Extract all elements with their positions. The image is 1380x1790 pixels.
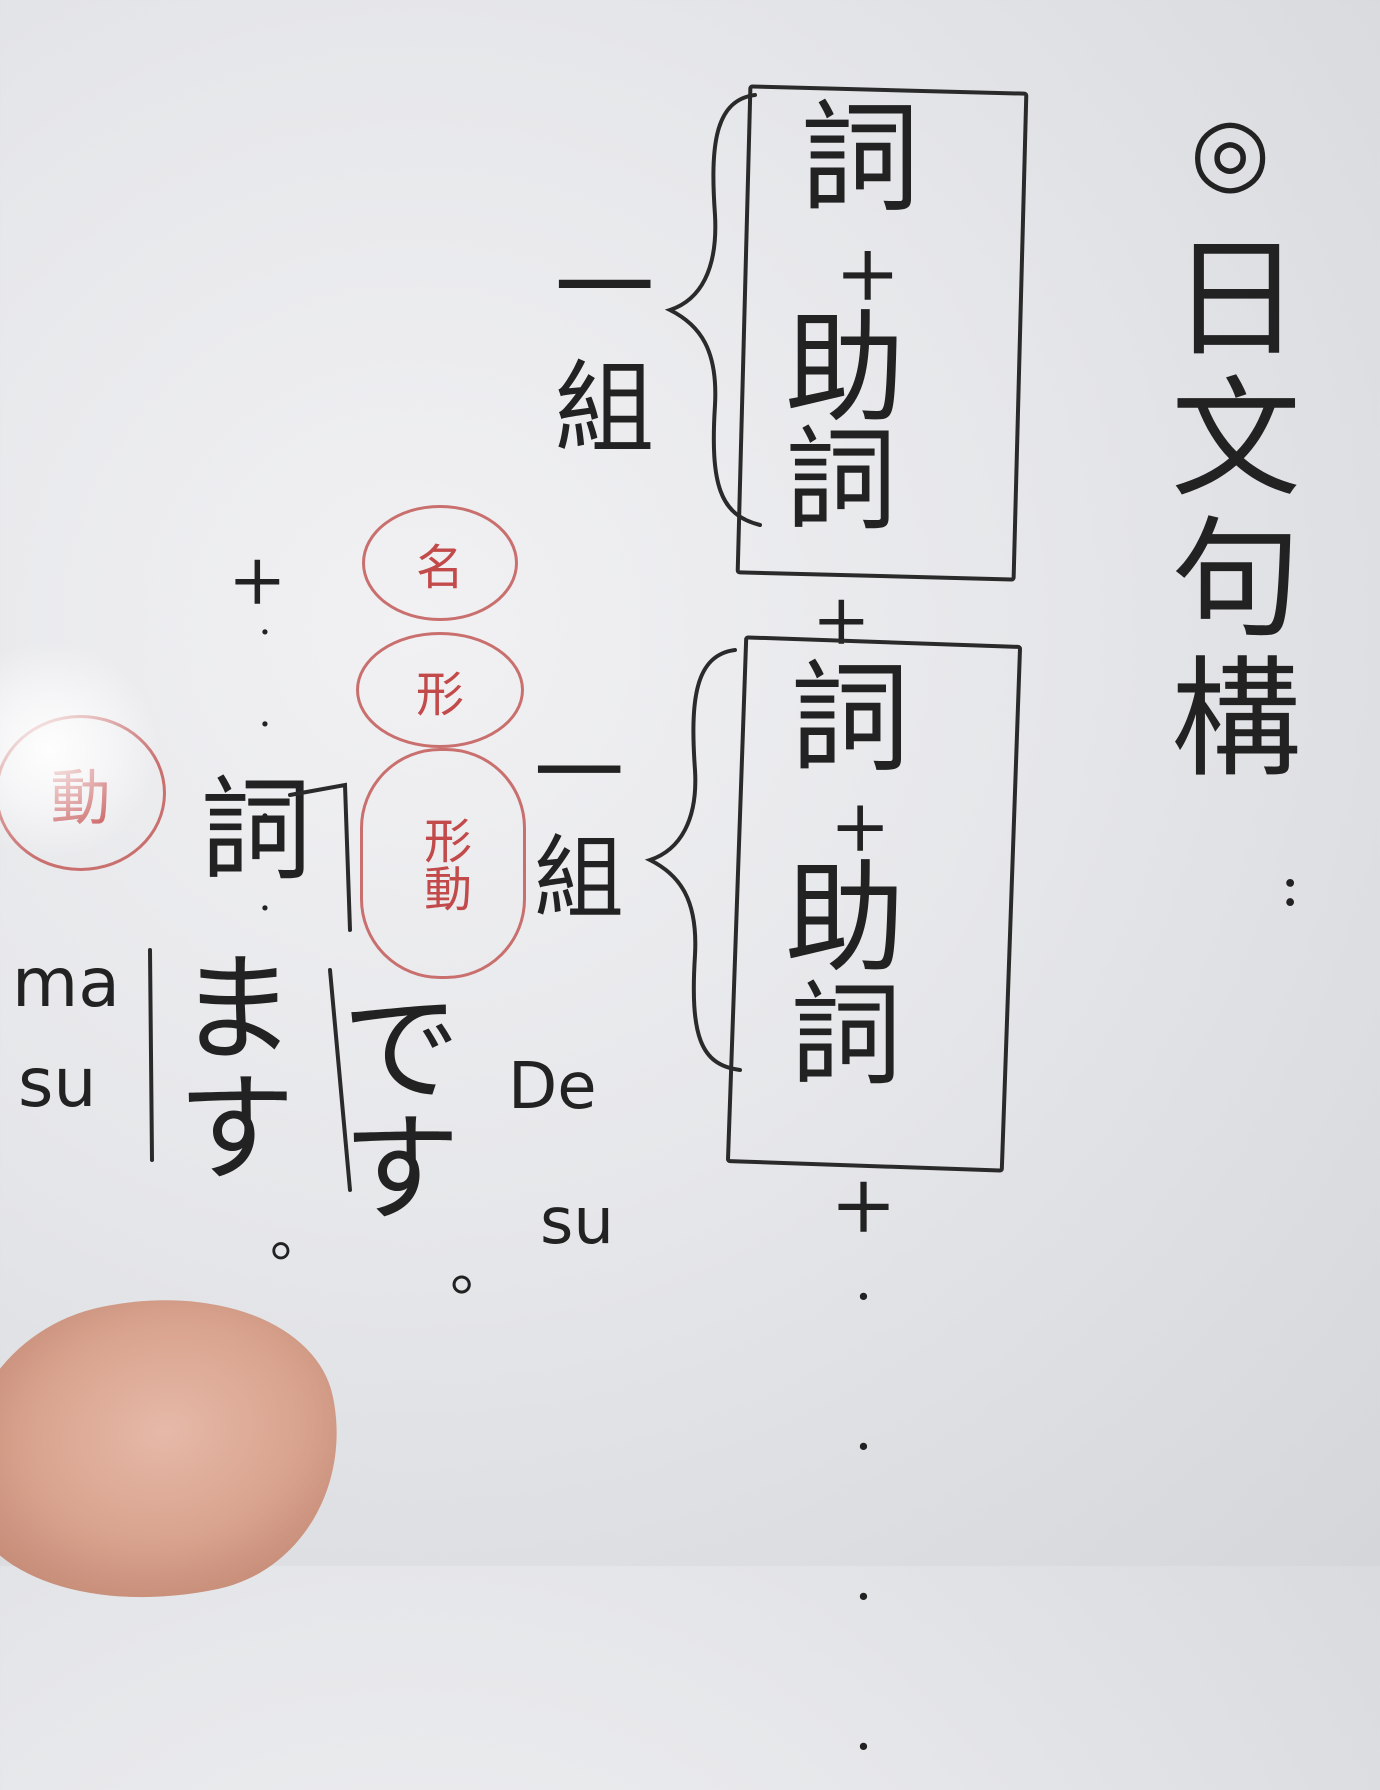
adjective-label: 形	[415, 667, 464, 723]
masu-text: ます	[156, 945, 295, 1185]
whiteboard: ◎ 日文句構 : 詞 + 助 詞 一組 + 詞 + 助 詞 一組 + · · ·…	[0, 84, 1301, 1790]
left-plus: +	[228, 539, 287, 621]
bullet-symbol: ◎	[1190, 97, 1271, 204]
box1-line-3: 助	[785, 300, 905, 439]
box2-line-3: 助	[785, 850, 905, 989]
box2-line-2: +	[830, 784, 891, 868]
desu-bracket	[328, 968, 352, 1192]
box1-line-1: 詞	[800, 90, 920, 229]
plus-between-boxes: +	[812, 579, 871, 661]
noun-circle: 名	[362, 505, 518, 621]
desu-romaji-2: su	[540, 1185, 614, 1259]
group-label-1: 一組	[537, 235, 654, 475]
title-colon: :	[1280, 850, 1301, 920]
adjectival-verb-circle: 形動	[360, 748, 526, 979]
masu-romaji-1: ma	[12, 944, 120, 1023]
left-dots: · · · ·	[242, 610, 288, 932]
box1-line-4: 詞	[785, 416, 897, 546]
box1-line-2: +	[835, 229, 901, 319]
continuation-dots: · · · ·	[831, 1265, 896, 1790]
noun-label: 名	[415, 540, 464, 596]
brace-2	[644, 648, 742, 1072]
left-word-bracket	[288, 782, 352, 932]
box2-line-1: 詞	[790, 650, 910, 789]
page-title: 日文句構	[1149, 230, 1301, 790]
brace-1	[664, 93, 762, 527]
desu-romaji-1: De	[508, 1050, 597, 1124]
masu-period: 。	[270, 1205, 326, 1270]
masu-romaji-2: su	[18, 1044, 97, 1123]
desu-period: 。	[450, 1235, 510, 1305]
group-label-2: 一組	[518, 725, 623, 935]
desu-text: です	[321, 985, 460, 1225]
plus-continue: +	[830, 1158, 898, 1251]
presenter-hand	[0, 1263, 368, 1637]
adjective-circle: 形	[356, 632, 524, 748]
box2-line-4: 詞	[790, 971, 902, 1101]
masu-bracket	[148, 948, 154, 1162]
adjectival-verb-label: 形動	[415, 815, 471, 912]
